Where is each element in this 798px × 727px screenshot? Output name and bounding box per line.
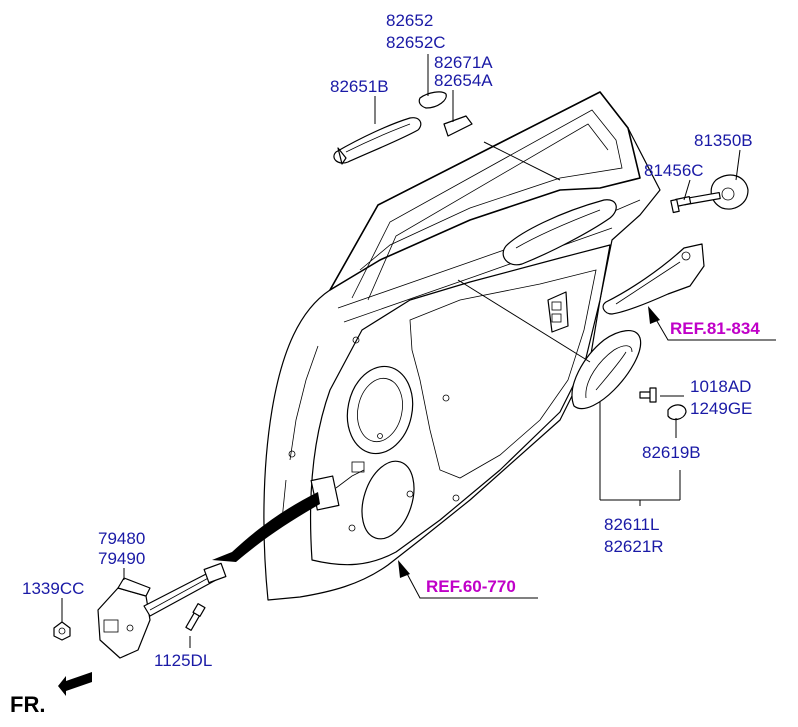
label-1249ge: 1249GE (690, 399, 752, 418)
label-82654a: 82654A (434, 71, 493, 90)
label-82619b: 82619B (642, 443, 701, 462)
ref-labels[interactable]: REF.81-834 REF.60-770 (426, 319, 760, 596)
ref-arrow-60 (398, 560, 410, 578)
label-82621r: 82621R (604, 537, 664, 556)
ref-81-834-link[interactable]: REF.81-834 (670, 319, 760, 338)
label-1339cc: 1339CC (22, 579, 84, 598)
label-82652c: 82652C (386, 33, 446, 52)
leader-lines (61, 54, 776, 648)
ref-arrow-81 (648, 306, 660, 324)
label-82611l: 82611L (604, 515, 659, 534)
striker-screw (670, 196, 692, 214)
handle-cap-upper (418, 91, 447, 109)
bezel-screw (639, 387, 657, 403)
label-79480: 79480 (98, 529, 145, 548)
label-79490: 79490 (98, 549, 145, 568)
screw-cap (667, 404, 687, 421)
label-82652: 82652 (386, 11, 433, 30)
inside-handle-bezel (571, 330, 642, 410)
label-81456c: 81456C (644, 161, 704, 180)
outside-handle (333, 117, 422, 165)
ref-60-770-link[interactable]: REF.60-770 (426, 577, 516, 596)
label-82651b: 82651B (330, 77, 389, 96)
checker-nut (53, 621, 71, 641)
checker-bolt (185, 603, 206, 631)
front-arrow-icon (58, 672, 92, 696)
label-81350b: 81350B (694, 131, 753, 150)
front-direction-label: FR. (10, 692, 45, 717)
part-labels: 82652 82652C 82671A 82654A 82651B 81350B… (22, 11, 753, 670)
striker-plate (683, 174, 749, 210)
inside-handle-lever (602, 243, 705, 315)
door-checker (97, 562, 227, 659)
label-1018ad: 1018AD (690, 377, 751, 396)
rear-door-panel (263, 91, 661, 601)
handle-cap-lower (443, 115, 473, 137)
label-1125dl: 1125DL (154, 651, 212, 670)
label-82671a: 82671A (434, 53, 493, 72)
checker-link-band (212, 492, 320, 562)
